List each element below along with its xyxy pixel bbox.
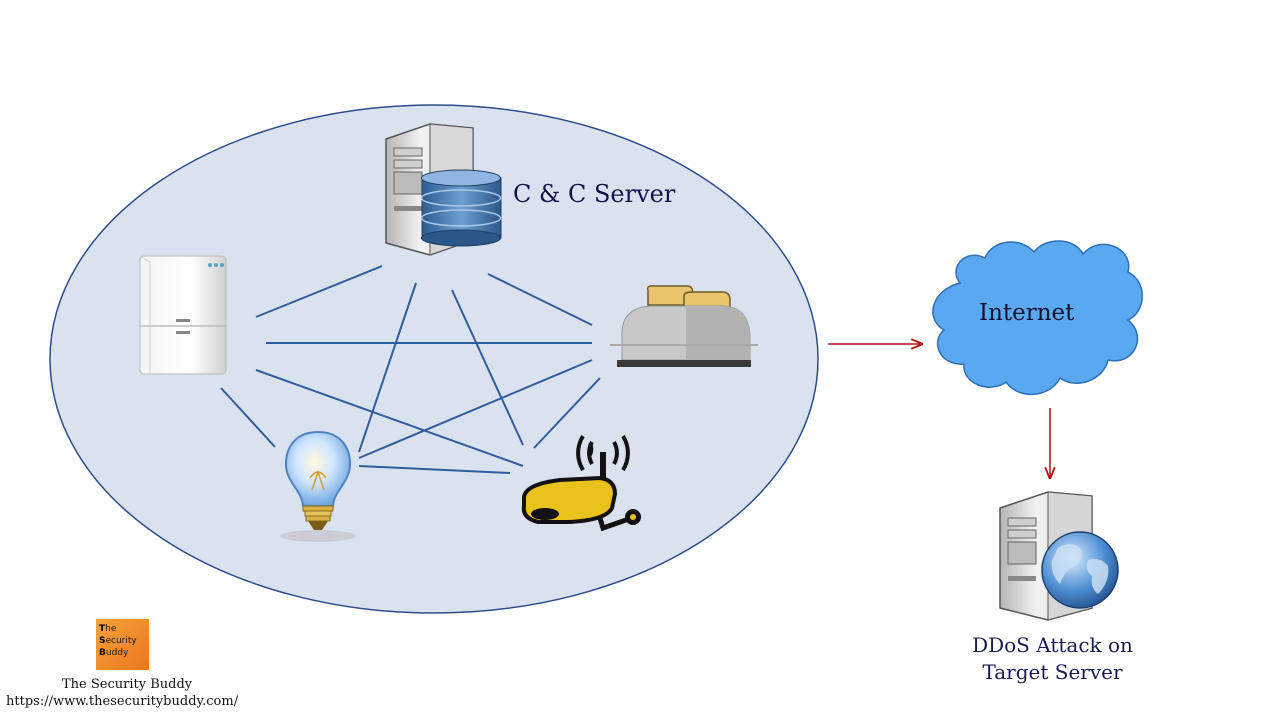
refrigerator-icon: [139, 255, 227, 375]
cloud-icon: [932, 240, 1143, 396]
target-label-line2: Target Server: [982, 660, 1123, 684]
toaster-icon: [610, 285, 758, 367]
web-server-icon: [999, 491, 1119, 621]
botnet-ellipse: [49, 104, 819, 614]
light-bulb-icon: [280, 430, 356, 542]
botnet-links: [220, 265, 601, 474]
brand-url[interactable]: https://www.thesecuritybuddy.com/: [6, 694, 239, 709]
target-server-label: DDoS Attack on Target Server: [950, 632, 1155, 686]
brand-name: The Security Buddy: [62, 677, 193, 692]
target-label-line1: DDoS Attack on: [972, 633, 1133, 657]
wifi-router-icon: [521, 434, 641, 532]
brand-logo: The Security Buddy: [96, 619, 149, 670]
internet-label: Internet: [979, 300, 1075, 326]
cc-server-label: C & C Server: [513, 180, 676, 208]
cc-server-icon: [385, 123, 502, 256]
